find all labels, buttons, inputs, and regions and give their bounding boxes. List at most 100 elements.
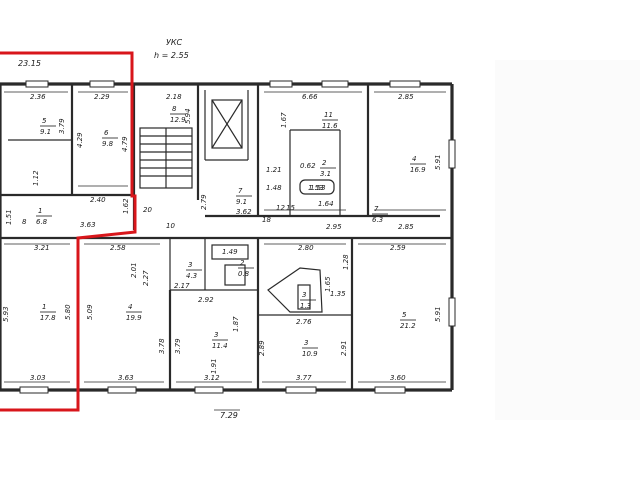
room-label: 31.3	[300, 291, 316, 310]
room-area: 3.1	[320, 170, 331, 178]
small-label-3: 20	[143, 206, 152, 214]
room-area: 16.9	[410, 166, 426, 174]
dim-top-5: 2.85	[398, 93, 414, 101]
windows-right	[448, 139, 456, 327]
dim-bottom-1: 3.03	[30, 374, 46, 382]
dim-side-24: 1.48	[266, 184, 282, 192]
small-label-7: 15	[286, 204, 295, 212]
room-area: 9.1	[40, 128, 51, 136]
room-area: 6.8	[36, 218, 48, 226]
dim-side-6: 5.09	[86, 304, 94, 320]
dim-side-12: 2.89	[258, 340, 266, 356]
small-label-1: 1.53	[310, 184, 326, 192]
room-number: 3	[214, 331, 218, 339]
header-line-1: УКС	[166, 38, 183, 47]
room-number: 2	[322, 159, 327, 167]
dim-mid-6: 3.62	[236, 208, 252, 216]
dim-side-25: 1.28	[342, 254, 350, 270]
watermark-panel	[495, 60, 640, 420]
corridor-walls	[0, 193, 452, 240]
room-label: 76.3	[372, 205, 388, 224]
dim-side-16: 1.62	[122, 198, 130, 214]
dim-mid-8: 2.85	[398, 223, 414, 231]
windows-bottom	[19, 386, 406, 394]
dim-side-10: 5.91	[434, 154, 442, 170]
dim-side-1: 3.79	[58, 118, 66, 134]
room-label: 310.9	[302, 339, 318, 358]
header-line-2: h = 2.55	[154, 51, 189, 60]
room-area: 21.2	[400, 322, 416, 330]
room-label: 812.9	[170, 105, 186, 124]
dim-side-14: 1.51	[5, 209, 13, 225]
room-number: 1	[42, 303, 46, 311]
dim-side-22: 1.35	[330, 290, 346, 298]
small-label-9: 0.62	[300, 162, 316, 170]
dim-mid-5: 2.59	[390, 244, 406, 252]
room-area: 9.1	[236, 198, 247, 206]
room-number: 5	[42, 117, 47, 125]
room-number: 4	[128, 303, 132, 311]
room-label: 79.1	[236, 187, 252, 206]
room-label: 419.9	[126, 303, 142, 322]
room-area: 12.9	[170, 116, 186, 124]
dimension-lines	[4, 91, 446, 411]
room-label: 69.8	[102, 129, 118, 148]
room-area: 1.3	[300, 302, 311, 310]
room-area: 19.9	[126, 314, 142, 322]
dim-side-29: 2.79	[200, 194, 208, 210]
upper-partitions	[8, 84, 370, 230]
selected-unit-outline	[0, 51, 137, 412]
small-label-4: 10	[166, 222, 175, 230]
dim-top-4: 6.66	[302, 93, 318, 101]
dim-mid-1: 3.21	[34, 244, 50, 252]
dim-mid-3: 2.58	[110, 244, 126, 252]
room-label: 521.2	[400, 311, 416, 330]
room-label: 20.8	[238, 259, 254, 278]
dim-bottom-3: 3.12	[204, 374, 220, 382]
room-label: 23.1	[320, 159, 336, 178]
dim-side-23: 1.67	[280, 112, 288, 128]
room-label: 59.1	[40, 117, 56, 136]
room-label: 16.8	[36, 207, 52, 226]
dim-side-31: 2.17	[174, 282, 190, 290]
dim-side-28: 1.64	[318, 200, 334, 208]
dim-mid-4: 2.80	[298, 244, 314, 252]
dim-side-7: 3.78	[158, 338, 166, 354]
room-label: 34.3	[186, 261, 202, 280]
dim-side-21: 1.65	[324, 276, 332, 292]
room-area: 10.9	[302, 350, 318, 358]
dim-top-3: 2.18	[166, 93, 182, 101]
dim-side-2: 4.29	[76, 132, 84, 148]
small-label-5: 18	[262, 216, 271, 224]
top-left-dimension: 23.15	[18, 59, 41, 68]
dim-mid-7: 2.95	[326, 223, 342, 231]
dim-side-8: 3.79	[174, 338, 182, 354]
room-number: 3	[304, 339, 308, 347]
dim-side-26: 1.53	[308, 184, 324, 192]
room-area: 4.3	[186, 272, 197, 280]
dim-top-1: 2.36	[30, 93, 46, 101]
bottom-total: 7.29	[220, 411, 238, 420]
dim-side-32: 2.76	[296, 318, 312, 326]
room-area: 17.8	[40, 314, 56, 322]
room-area: 11.6	[322, 122, 338, 130]
room-number: 4	[412, 155, 416, 163]
dim-side-27: 1.21	[266, 166, 282, 174]
room-number: 7	[374, 205, 379, 213]
dim-bottom-4: 3.77	[296, 374, 312, 382]
dim-side-18: 2.27	[142, 270, 150, 286]
room-number: 6	[104, 129, 109, 137]
room-number: 2	[240, 259, 245, 267]
dim-bottom-2: 3.63	[118, 374, 134, 382]
room-area: 0.8	[238, 270, 250, 278]
dim-side-5: 5.80	[64, 304, 72, 320]
room-area: 9.8	[102, 140, 114, 148]
room-number: 1	[38, 207, 42, 215]
small-label-6: 12	[276, 204, 285, 212]
dim-side-9: 5.94	[184, 108, 192, 124]
dim-side-13: 5.91	[434, 306, 442, 322]
room-number: 3	[188, 261, 192, 269]
